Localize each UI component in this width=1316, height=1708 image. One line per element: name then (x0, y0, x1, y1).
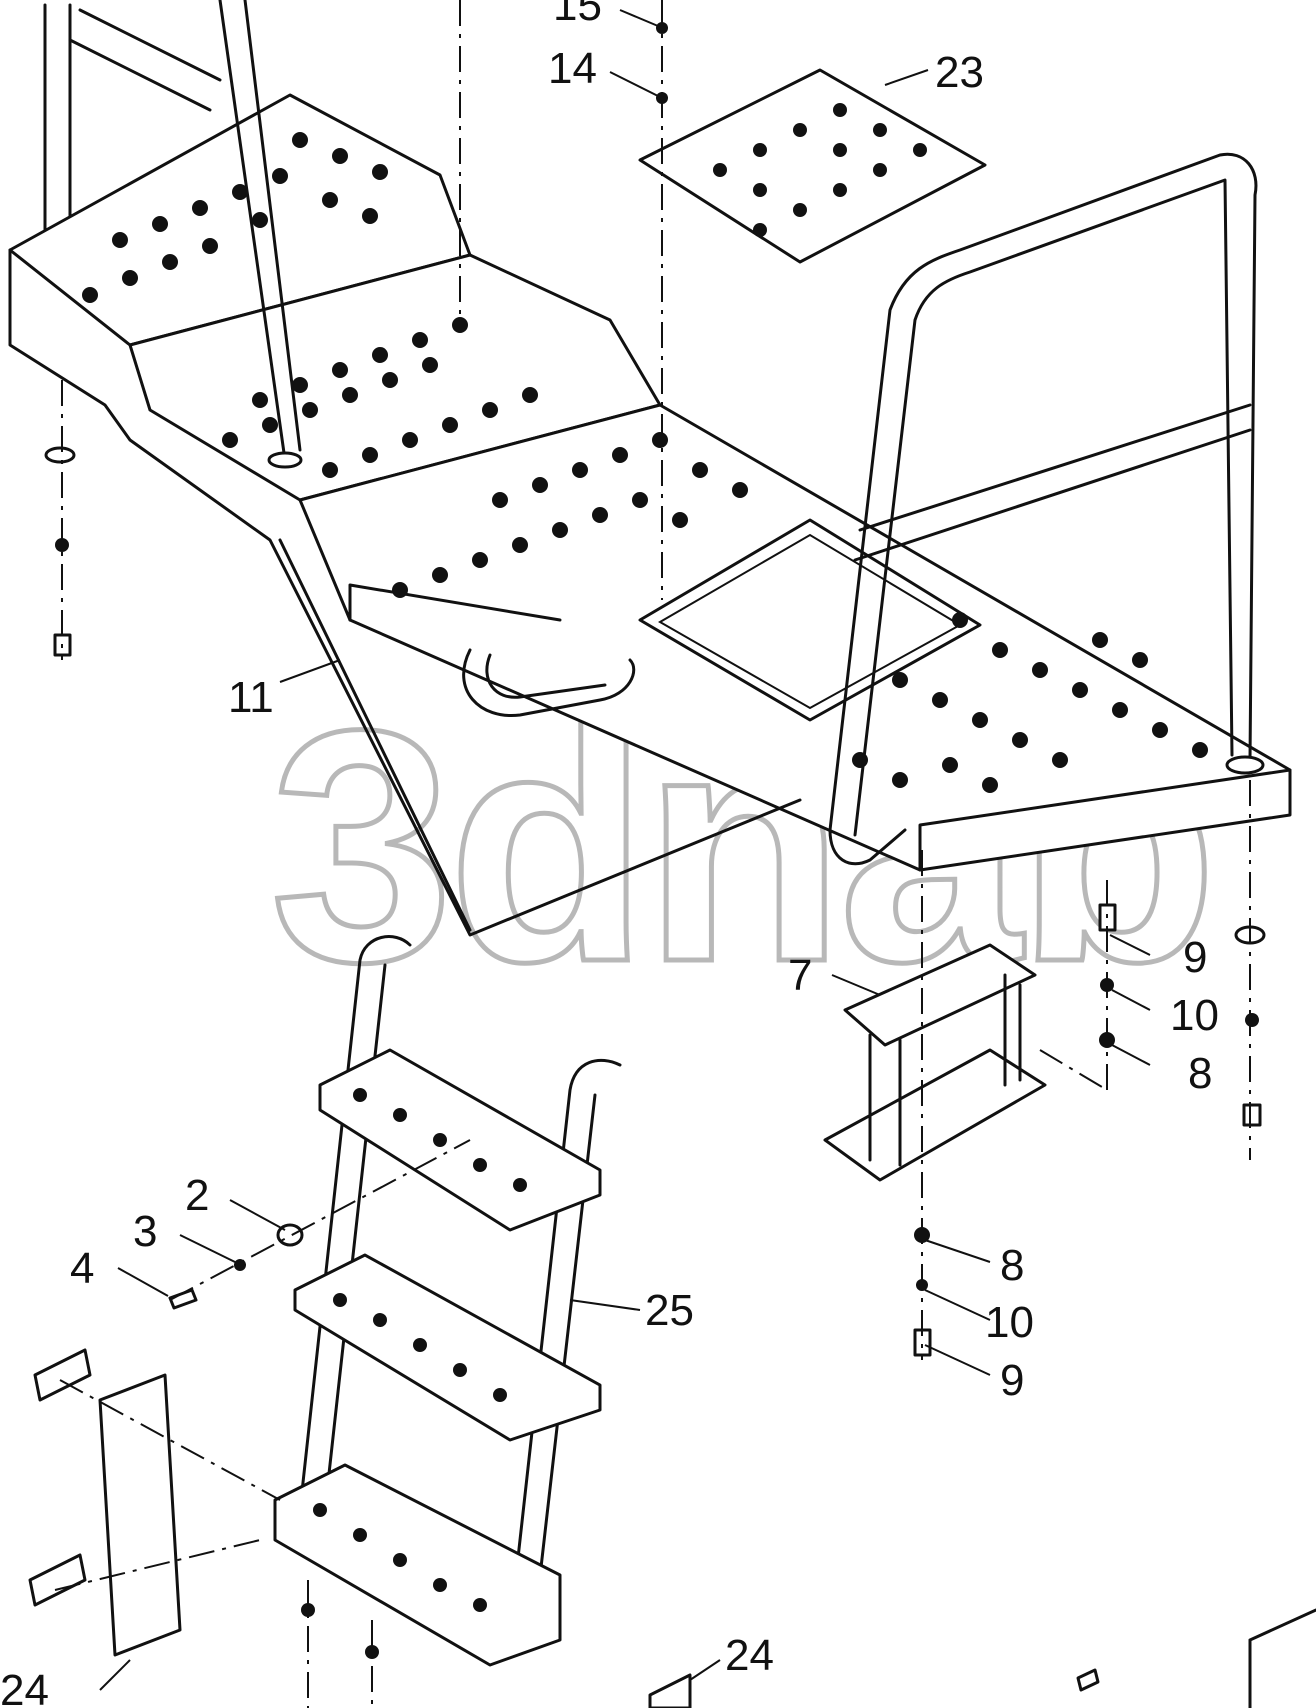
callout-7: 7 (788, 951, 812, 1000)
ladder-step-middle (293, 1253, 602, 1442)
deck-front-lip (348, 583, 562, 622)
deck-perforations (82, 132, 1208, 793)
nut-right-icon (1245, 1013, 1259, 1027)
ladder-step-bottom (273, 1463, 562, 1667)
bolt-right-icon (1242, 1103, 1262, 1127)
grab-handle (462, 648, 636, 718)
callout-15: 15 (553, 0, 602, 30)
nut-15-icon (656, 22, 668, 34)
callout-8-lower: 8 (1000, 1241, 1024, 1290)
ladder-perforations (313, 1088, 527, 1612)
callout-10-upper: 10 (1170, 991, 1219, 1040)
cover-plate-body (638, 68, 987, 264)
right-bottom-edge (1248, 1608, 1316, 1708)
axis-line-bottom (307, 1580, 373, 1708)
callout-14: 14 (548, 44, 597, 93)
nut-bottom-2-icon (365, 1645, 379, 1659)
bracket-legs (868, 973, 1022, 1167)
hanger-strap-body (98, 1373, 182, 1657)
callout-23: 23 (935, 48, 984, 97)
stair-stringer (8, 248, 802, 937)
callout-3: 3 (133, 1207, 157, 1256)
support-bracket (823, 943, 1047, 1182)
callout-4: 4 (70, 1244, 94, 1293)
callout-11: 11 (228, 673, 274, 722)
cover-plate (638, 68, 987, 264)
mid-rail (853, 403, 1252, 562)
nut-bottom-icon (301, 1603, 315, 1617)
callout-labels: 15 14 23 11 7 9 10 8 8 10 9 2 3 4 25 24 … (0, 0, 1219, 1708)
handrail-bottom-bend (828, 828, 907, 866)
side-handrail-inner (853, 178, 1234, 837)
callout-9-upper: 9 (1183, 933, 1207, 982)
grab-handle-inner (485, 653, 607, 699)
cover-plate-perforations (713, 103, 927, 237)
callout-24-left: 24 (0, 1666, 49, 1708)
axis-line-ladder-bolt (169, 1139, 471, 1301)
bolt-bottom-icon (1076, 1668, 1100, 1692)
bracket-top-plate (843, 943, 1037, 1047)
rear-handrail-post (43, 3, 72, 257)
callout-10-lower: 10 (985, 1298, 1034, 1347)
callout-8-upper: 8 (1188, 1049, 1212, 1098)
nut-icon (55, 538, 69, 552)
assembly-lines (54, 0, 1251, 1708)
deck-hatch-opening (638, 518, 982, 722)
deck-edge (918, 768, 1292, 872)
strap-clip-top (33, 1348, 92, 1402)
part-24-fragment (648, 1673, 692, 1708)
lower-ladder (273, 935, 622, 1667)
side-handrail-outer (828, 152, 1258, 832)
callout-24-right: 24 (725, 1631, 774, 1680)
hanger-strap (28, 1348, 182, 1657)
ladder-step-top (318, 1048, 602, 1232)
callout-9-lower: 9 (1000, 1356, 1024, 1405)
upper-stair-platform (8, 0, 1292, 937)
bolt-9b-icon (913, 1328, 932, 1357)
front-handrail-tube (218, 0, 302, 462)
strap-clip-bottom (28, 1553, 87, 1607)
leader-lines (99, 9, 1151, 1691)
handrail-foot (267, 451, 303, 469)
washer-icon (44, 446, 76, 464)
rear-handrail-rail (68, 8, 222, 112)
callout-2: 2 (185, 1171, 209, 1220)
axis-line-strap (54, 1379, 281, 1591)
callout-25: 25 (645, 1286, 694, 1335)
bracket-base-plate (823, 1048, 1047, 1182)
stringer-inner-edge (278, 538, 472, 932)
axis-line-bracket-bolt (1039, 1049, 1108, 1091)
handrail-foot-right (1225, 755, 1265, 775)
